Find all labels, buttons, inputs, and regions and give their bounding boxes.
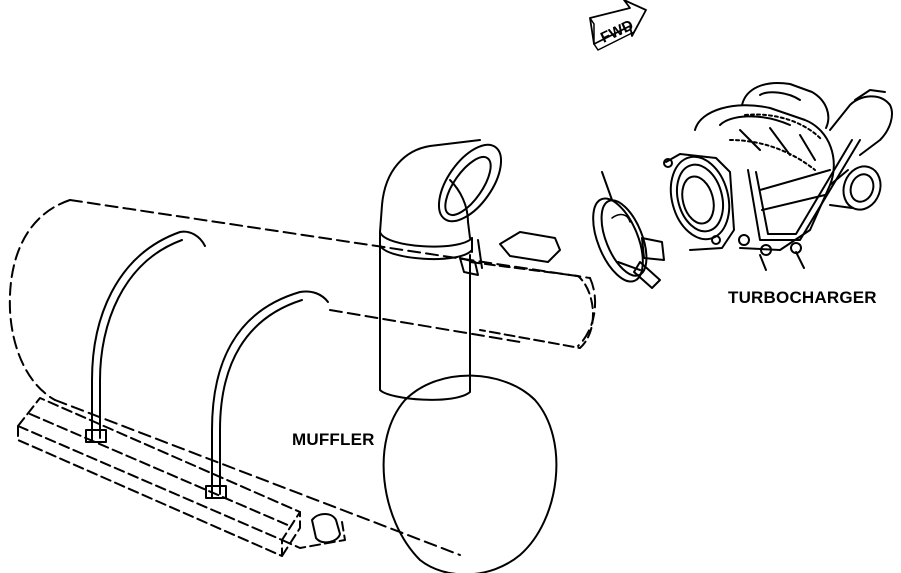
forward-arrow-icon <box>589 0 647 51</box>
turbocharger-housing <box>694 82 835 251</box>
muffler-inlet-stub <box>469 231 594 349</box>
turbocharger <box>663 82 893 271</box>
muffler-end-cap <box>382 374 558 573</box>
muffler-strap-right <box>205 290 329 499</box>
muffler <box>8 139 597 573</box>
muffler-outlet-pipe <box>379 231 479 401</box>
muffler-mounting-bracket <box>17 397 346 557</box>
muffler-body <box>8 199 597 556</box>
turbocharger-compressor-outlet <box>829 89 893 211</box>
forward-arrow-label: FWD <box>598 17 636 47</box>
muffler-strap-left <box>85 230 206 443</box>
v-band-clamp <box>592 171 665 289</box>
turbocharger-turbine-inlet <box>663 153 735 251</box>
turbocharger-mounting-bracket <box>738 139 861 271</box>
muffler-label: MUFFLER <box>292 430 375 449</box>
muffler-elbow <box>379 139 503 239</box>
turbocharger-label: TURBOCHARGER <box>728 288 877 307</box>
bracket-tab <box>311 513 341 544</box>
